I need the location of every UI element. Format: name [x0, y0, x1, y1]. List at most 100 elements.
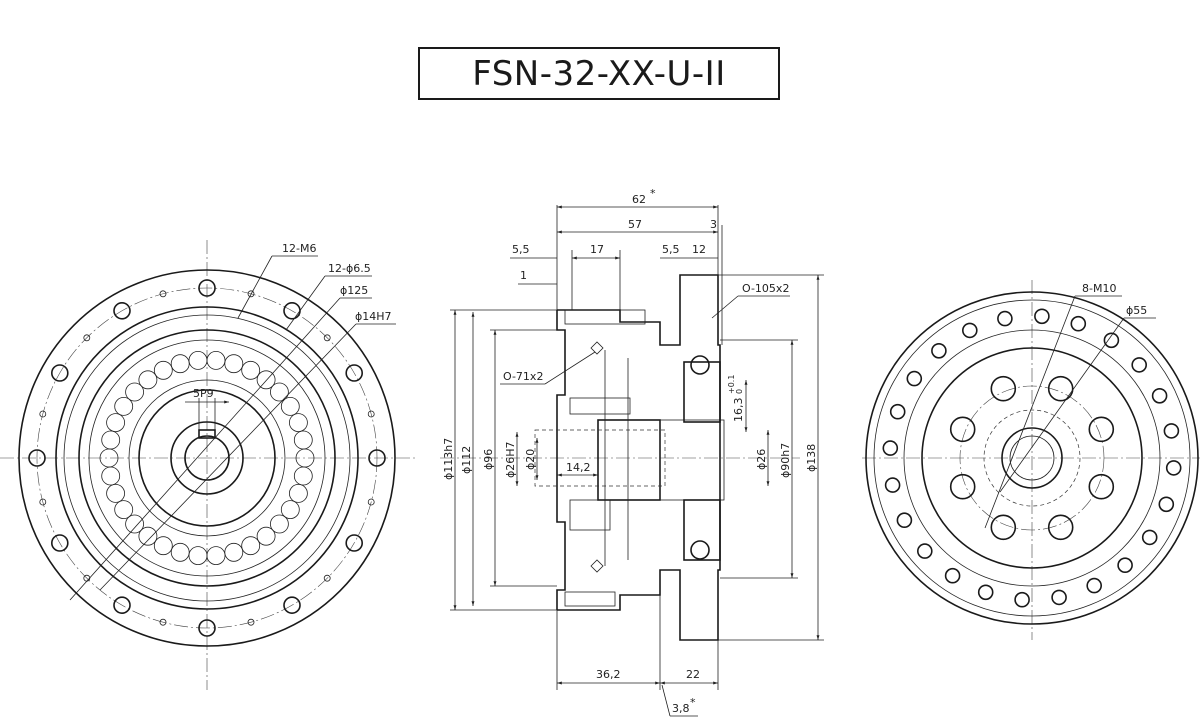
drawing-title: FSN-32-XX-U-II: [472, 53, 726, 94]
mount-hole: [916, 543, 933, 559]
left-pcd-circle: [36, 287, 378, 629]
label-o105x2: O-105x2: [742, 282, 789, 295]
mount-hole: [1070, 315, 1087, 332]
bearing-roller: [293, 430, 313, 450]
mount-hole: [906, 370, 923, 387]
mount-hole: [896, 512, 913, 529]
mount-hole: [1086, 577, 1102, 594]
flange-marker: [159, 618, 167, 626]
section-ball-bottom: [690, 540, 710, 560]
output-hole: [1047, 514, 1074, 541]
bearing-roller: [206, 546, 226, 565]
bearing-roller: [101, 466, 121, 486]
label-62: 62: [632, 193, 646, 206]
section-bolt-lower: [569, 499, 611, 531]
leader-12-m6: [237, 255, 273, 319]
label-57: 57: [628, 218, 642, 231]
label-17: 17: [590, 243, 604, 256]
mount-hole: [1151, 387, 1168, 404]
bearing-roller: [188, 350, 208, 370]
mount-hole: [1165, 460, 1182, 476]
left-bearing-inner-race: [128, 379, 286, 537]
flange-marker: [367, 410, 375, 418]
left-hub-outer: [138, 389, 276, 527]
leader-phi125: [69, 297, 341, 601]
bearing-roller: [101, 430, 121, 450]
mount-hole: [1131, 357, 1147, 373]
bearing-roller: [206, 350, 226, 370]
mount-hole: [1103, 332, 1120, 349]
flange-marker: [83, 334, 91, 342]
flange-hole: [198, 619, 216, 637]
left-bearing-rollers: [99, 350, 315, 565]
label-12-m6: 12-M6: [282, 242, 316, 255]
mount-hole: [1117, 557, 1133, 574]
mount-hole: [882, 440, 899, 456]
label-16-3-lower: 0: [735, 389, 744, 394]
output-hole: [1047, 375, 1074, 402]
section-wave-generator: [597, 419, 661, 501]
bearing-roller: [224, 354, 244, 374]
bearing-roller: [269, 382, 289, 402]
section-view: 62 * 57 3 5,5 17 5,5 12 1 O-105x2 O-71x2…: [440, 187, 824, 717]
output-hole: [990, 514, 1017, 541]
left-flange-holes: [28, 279, 386, 637]
bearing-roller: [256, 526, 276, 546]
label-5p9: 5P9: [193, 387, 214, 400]
flange-hole: [28, 449, 46, 467]
section-ball-top: [690, 355, 710, 375]
left-front-view: 12-M6 12-ϕ6.5 ϕ125 ϕ14H7 5P9: [0, 240, 418, 690]
leader-phi55: [999, 317, 1125, 493]
bearing-roller: [153, 536, 173, 556]
bearing-roller: [125, 382, 145, 402]
label-55-mid: 5,5: [662, 243, 680, 256]
bearing-roller: [288, 483, 308, 503]
label-62-star: *: [650, 187, 656, 200]
left-bearing-race: [88, 339, 326, 577]
left-keyway: [198, 429, 216, 439]
flange-hole: [283, 596, 301, 615]
flange-hole: [345, 364, 364, 382]
mount-hole: [1163, 423, 1180, 439]
mount-hole: [1051, 589, 1067, 606]
flange-marker: [159, 290, 167, 298]
label-o71x2: O-71x2: [503, 370, 543, 383]
leader-o105: [711, 295, 739, 319]
section-oring-bottom-mark: [590, 559, 604, 573]
output-hole: [949, 473, 976, 500]
right-outer-holes: [882, 308, 1182, 608]
right-hidden-circle: [983, 409, 1081, 507]
label-8-m10: 8-M10: [1082, 282, 1116, 295]
label-phi26h7: ϕ26H7: [504, 441, 517, 478]
section-output-hub: [659, 419, 725, 501]
left-bore: [184, 435, 230, 481]
label-12-phi65: 12-ϕ6.5: [328, 262, 371, 275]
mount-hole: [997, 310, 1013, 327]
right-output-flange: [921, 347, 1143, 569]
flange-marker: [39, 410, 47, 418]
right-rear-view: 8-M10 ϕ55: [862, 280, 1200, 640]
flange-hole: [368, 449, 386, 467]
bearing-roller: [106, 483, 125, 503]
label-16-3-upper: +0.1: [727, 375, 736, 394]
bearing-roller: [114, 500, 134, 520]
left-bore-hub: [170, 421, 244, 495]
output-hole: [990, 375, 1017, 402]
section-screw-bottom: [564, 591, 616, 607]
section-bore-hidden: [534, 429, 666, 487]
bearing-roller: [138, 370, 158, 390]
right-pcd-circle: [959, 385, 1105, 531]
mount-hole: [944, 567, 961, 584]
section-oring-top-mark: [590, 341, 604, 355]
right-outer-flange: [865, 291, 1199, 625]
right-bore-hub: [1001, 427, 1063, 489]
output-hole: [1088, 473, 1115, 500]
label-55-left: 5,5: [512, 243, 530, 256]
label-12: 12: [692, 243, 706, 256]
bearing-roller: [138, 526, 158, 546]
bearing-roller: [288, 413, 308, 433]
bearing-roller: [170, 354, 190, 374]
mount-hole: [1034, 308, 1050, 325]
section-screw-top: [564, 309, 646, 325]
label-phi125: ϕ125: [340, 284, 368, 297]
